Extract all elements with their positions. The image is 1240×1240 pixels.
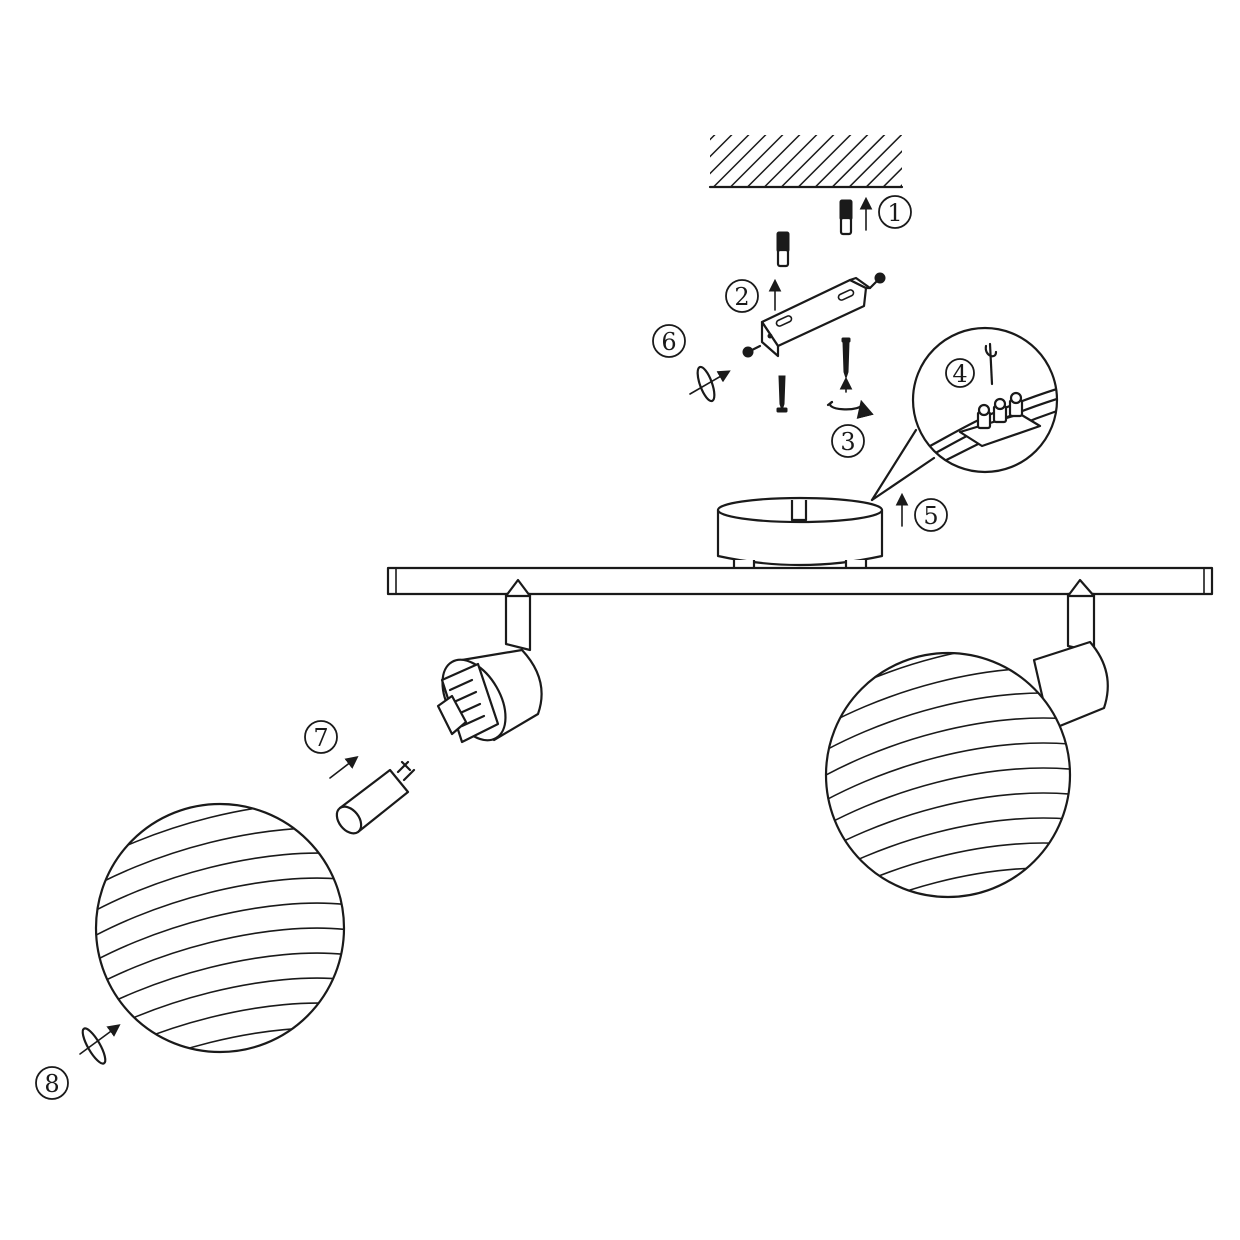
step-number-8: 8 bbox=[44, 1070, 59, 1098]
step-number-7: 7 bbox=[313, 724, 328, 752]
step-marker-2: 2 bbox=[725, 279, 759, 313]
step-marker-8: 8 bbox=[35, 1066, 69, 1100]
step-marker-3: 3 bbox=[831, 424, 865, 458]
step-marker-4: 4 bbox=[945, 358, 975, 388]
step-marker-5: 5 bbox=[914, 498, 948, 532]
step-number-1: 1 bbox=[887, 199, 902, 227]
screw-lower bbox=[776, 375, 788, 413]
wiring-detail-inset bbox=[870, 326, 1059, 502]
step-number-5: 5 bbox=[923, 502, 938, 530]
left-spot-socket bbox=[436, 648, 543, 744]
step-number-3: 3 bbox=[840, 428, 855, 456]
right-glass-globe bbox=[824, 651, 1072, 899]
right-spot-socket bbox=[1032, 640, 1109, 732]
small-screw-right bbox=[868, 272, 886, 290]
step-marker-7: 7 bbox=[304, 720, 338, 754]
wall-plug-left bbox=[768, 231, 790, 311]
rotation-arrow-step-6 bbox=[689, 365, 731, 403]
rotation-arrow-step-3 bbox=[826, 399, 874, 419]
step-number-2: 2 bbox=[734, 283, 749, 311]
g9-bulb bbox=[329, 756, 416, 835]
rotation-arrow-step-8 bbox=[79, 1024, 121, 1065]
left-glass-globe bbox=[94, 802, 346, 1054]
ceiling-canopy bbox=[716, 496, 884, 574]
screw-upper bbox=[839, 337, 853, 393]
wall-plug-top bbox=[839, 196, 873, 236]
step-marker-6: 6 bbox=[652, 324, 686, 358]
left-spot-arm bbox=[504, 578, 532, 652]
step-number-6: 6 bbox=[661, 328, 676, 356]
small-screw-left bbox=[742, 344, 762, 358]
step-marker-1: 1 bbox=[878, 195, 912, 229]
mounting-bracket bbox=[760, 276, 872, 358]
ceiling bbox=[708, 135, 904, 189]
step-number-4: 4 bbox=[952, 360, 967, 388]
